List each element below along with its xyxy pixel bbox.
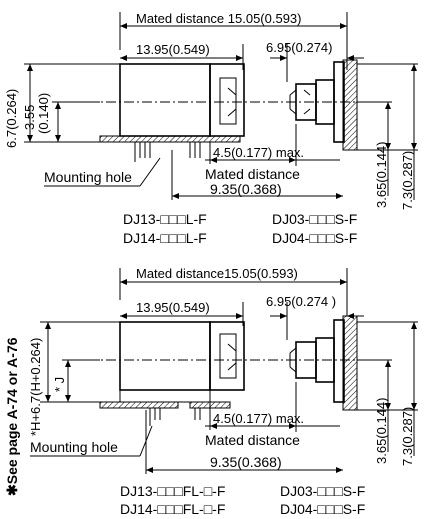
top-mated-label: Mated distance bbox=[205, 166, 300, 182]
top-mated-total: Mated distance 15.05(0.593) bbox=[136, 11, 302, 26]
bottom-recept-height: 7.3(0.287) bbox=[400, 407, 415, 466]
top-height-total: 6.7(0.264) bbox=[4, 89, 19, 148]
bottom-max-offset: 4.5(0.177) max. bbox=[213, 411, 304, 426]
bottom-mated-label: Mated distance bbox=[205, 432, 300, 448]
top-max-offset: 4.5(0.177) max. bbox=[213, 145, 304, 160]
top-part-plug-2: DJ14-□□□L-F bbox=[123, 230, 207, 246]
top-mated-value: 9.35(0.368) bbox=[210, 181, 282, 197]
bottom-mounting-hole: Mounting hole bbox=[30, 439, 118, 455]
top-height-center-b: (0.140) bbox=[36, 93, 51, 134]
bottom-height-formula: *H+6.7(H+0.264) bbox=[28, 338, 43, 436]
bottom-plug-length: 13.95(0.549) bbox=[136, 300, 210, 315]
bottom-see-page: ✱See page A-74 or A-76 bbox=[4, 337, 20, 496]
top-part-recept-2: DJ04-□□□S-F bbox=[272, 230, 357, 246]
top-recept-center: 3.65(0.144) bbox=[374, 142, 389, 209]
bottom-mated-value: 9.35(0.368) bbox=[210, 454, 282, 470]
bottom-part-recept-2: DJ04-□□□S-F bbox=[280, 501, 365, 517]
bottom-part-plug-1: DJ13-□□□FL-□-F bbox=[120, 483, 225, 499]
bottom-receptacle-length: 6.95(0.274 ) bbox=[266, 294, 336, 309]
top-drawing: Mated distance 15.05(0.593) 13.95(0.549)… bbox=[4, 11, 418, 246]
bottom-mated-total: Mated distance15.05(0.593) bbox=[136, 266, 298, 281]
top-height-center-a: 3.55 bbox=[22, 105, 37, 130]
top-part-recept-1: DJ03-□□□S-F bbox=[272, 211, 357, 227]
bottom-part-plug-2: DJ14-□□□FL-□-F bbox=[120, 501, 225, 517]
top-part-plug-1: DJ13-□□□L-F bbox=[123, 211, 207, 227]
bottom-star-j: * J bbox=[52, 377, 67, 392]
bottom-part-recept-1: DJ03-□□□S-F bbox=[280, 483, 365, 499]
bottom-recept-center: 3.65(0.144) bbox=[374, 398, 389, 465]
top-mounting-hole: Mounting hole bbox=[44, 169, 132, 185]
top-recept-height: 7.3(0.287) bbox=[400, 151, 415, 210]
bottom-drawing: Mated distance15.05(0.593) 13.95(0.549) … bbox=[4, 266, 418, 517]
top-plug-length: 13.95(0.549) bbox=[136, 42, 210, 57]
top-receptacle-length: 6.95(0.274) bbox=[266, 40, 333, 55]
